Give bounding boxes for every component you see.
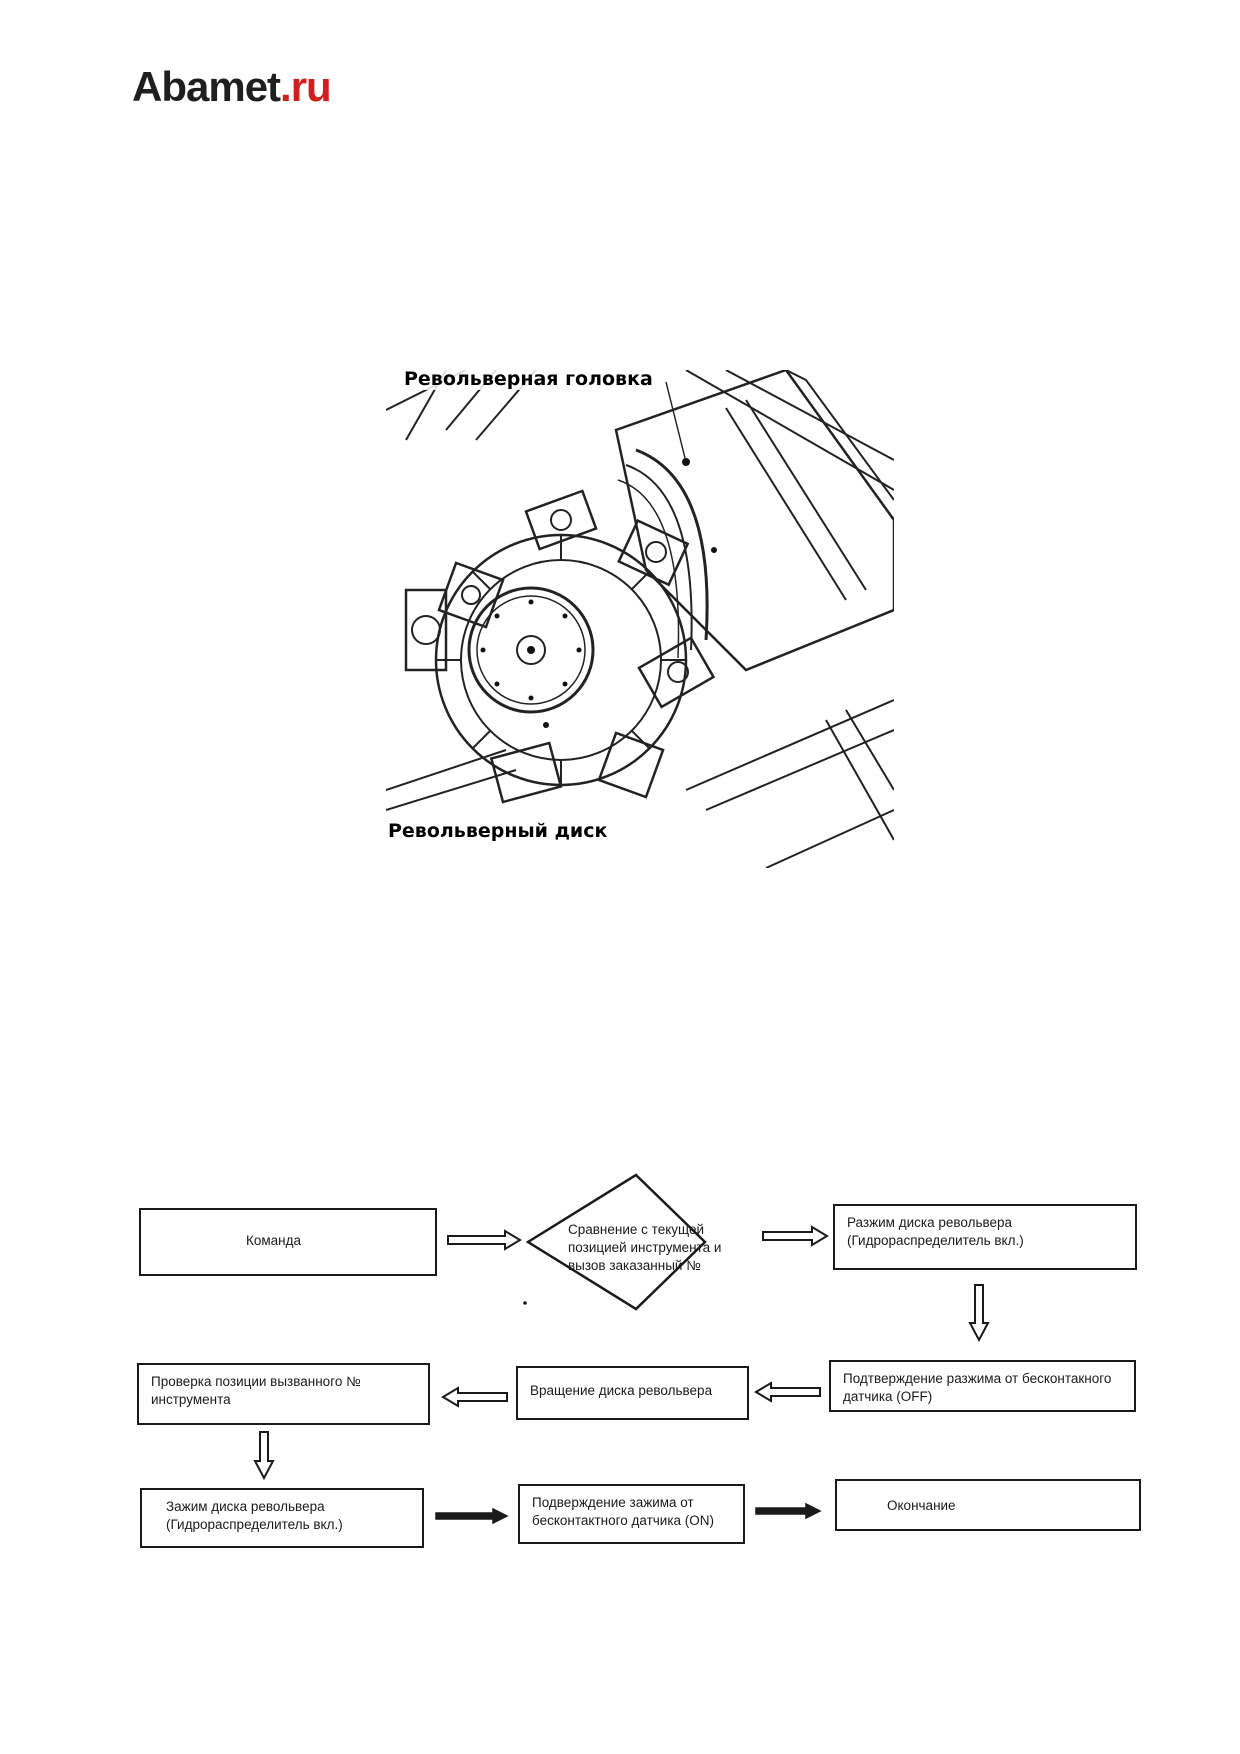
arrow-command-to-compare	[447, 1229, 522, 1251]
arrow-unclamp-to-confirm	[968, 1284, 990, 1343]
arrow-confirm-clamp-to-end	[755, 1502, 822, 1520]
turret-illustration: Револьверная головка Револьверный диск	[386, 370, 894, 868]
turret-drawing	[386, 370, 894, 868]
box-end-text: Окончание	[887, 1498, 956, 1513]
arrow-compare-to-unclamp	[762, 1225, 829, 1247]
box-clamp-text: Зажим диска револьвера (Гидрораспределит…	[166, 1499, 343, 1533]
arrow-check-to-clamp	[253, 1431, 275, 1481]
box-rotate: Вращение диска револьвера	[516, 1366, 749, 1420]
box-confirm-unclamp: Подтверждение разжима от бесконтакного д…	[829, 1360, 1136, 1412]
label-turret-disc: Револьверный диск	[388, 820, 608, 842]
abamet-logo: Abamet.ru	[132, 63, 332, 110]
decision-compare-text: Сравнение с текущей позицией инструмента…	[568, 1222, 722, 1274]
box-confirm-clamp-text: Подверждение зажима от бесконтактного да…	[532, 1495, 715, 1529]
arrow-rotate-to-check	[441, 1386, 508, 1408]
logo-text: Abamet	[132, 63, 281, 110]
box-check-position: Проверка позиции вызванного № инструмент…	[137, 1363, 430, 1425]
box-unclamp-text: Разжим диска револьвера (Гидрораспредели…	[847, 1215, 1024, 1249]
box-confirm-unclamp-text: Подтверждение разжима от бесконтакного д…	[843, 1371, 1112, 1405]
label-turret-head: Револьверная головка	[404, 370, 653, 390]
box-command-text: Команда	[246, 1233, 302, 1248]
arrow-confirm-to-rotate	[754, 1381, 821, 1403]
box-end: Окончание	[835, 1479, 1141, 1531]
box-unclamp: Разжим диска револьвера (Гидрораспредели…	[833, 1204, 1137, 1270]
box-check-position-text: Проверка позиции вызванного № инструмент…	[151, 1374, 361, 1408]
box-confirm-clamp: Подверждение зажима от бесконтактного да…	[518, 1484, 745, 1544]
box-clamp: Зажим диска револьвера (Гидрораспределит…	[140, 1488, 424, 1548]
box-rotate-text: Вращение диска револьвера	[530, 1383, 713, 1398]
logo-domain: .ru	[280, 63, 332, 110]
box-command: Команда	[139, 1208, 437, 1276]
arrow-clamp-to-confirm-clamp	[435, 1507, 509, 1525]
